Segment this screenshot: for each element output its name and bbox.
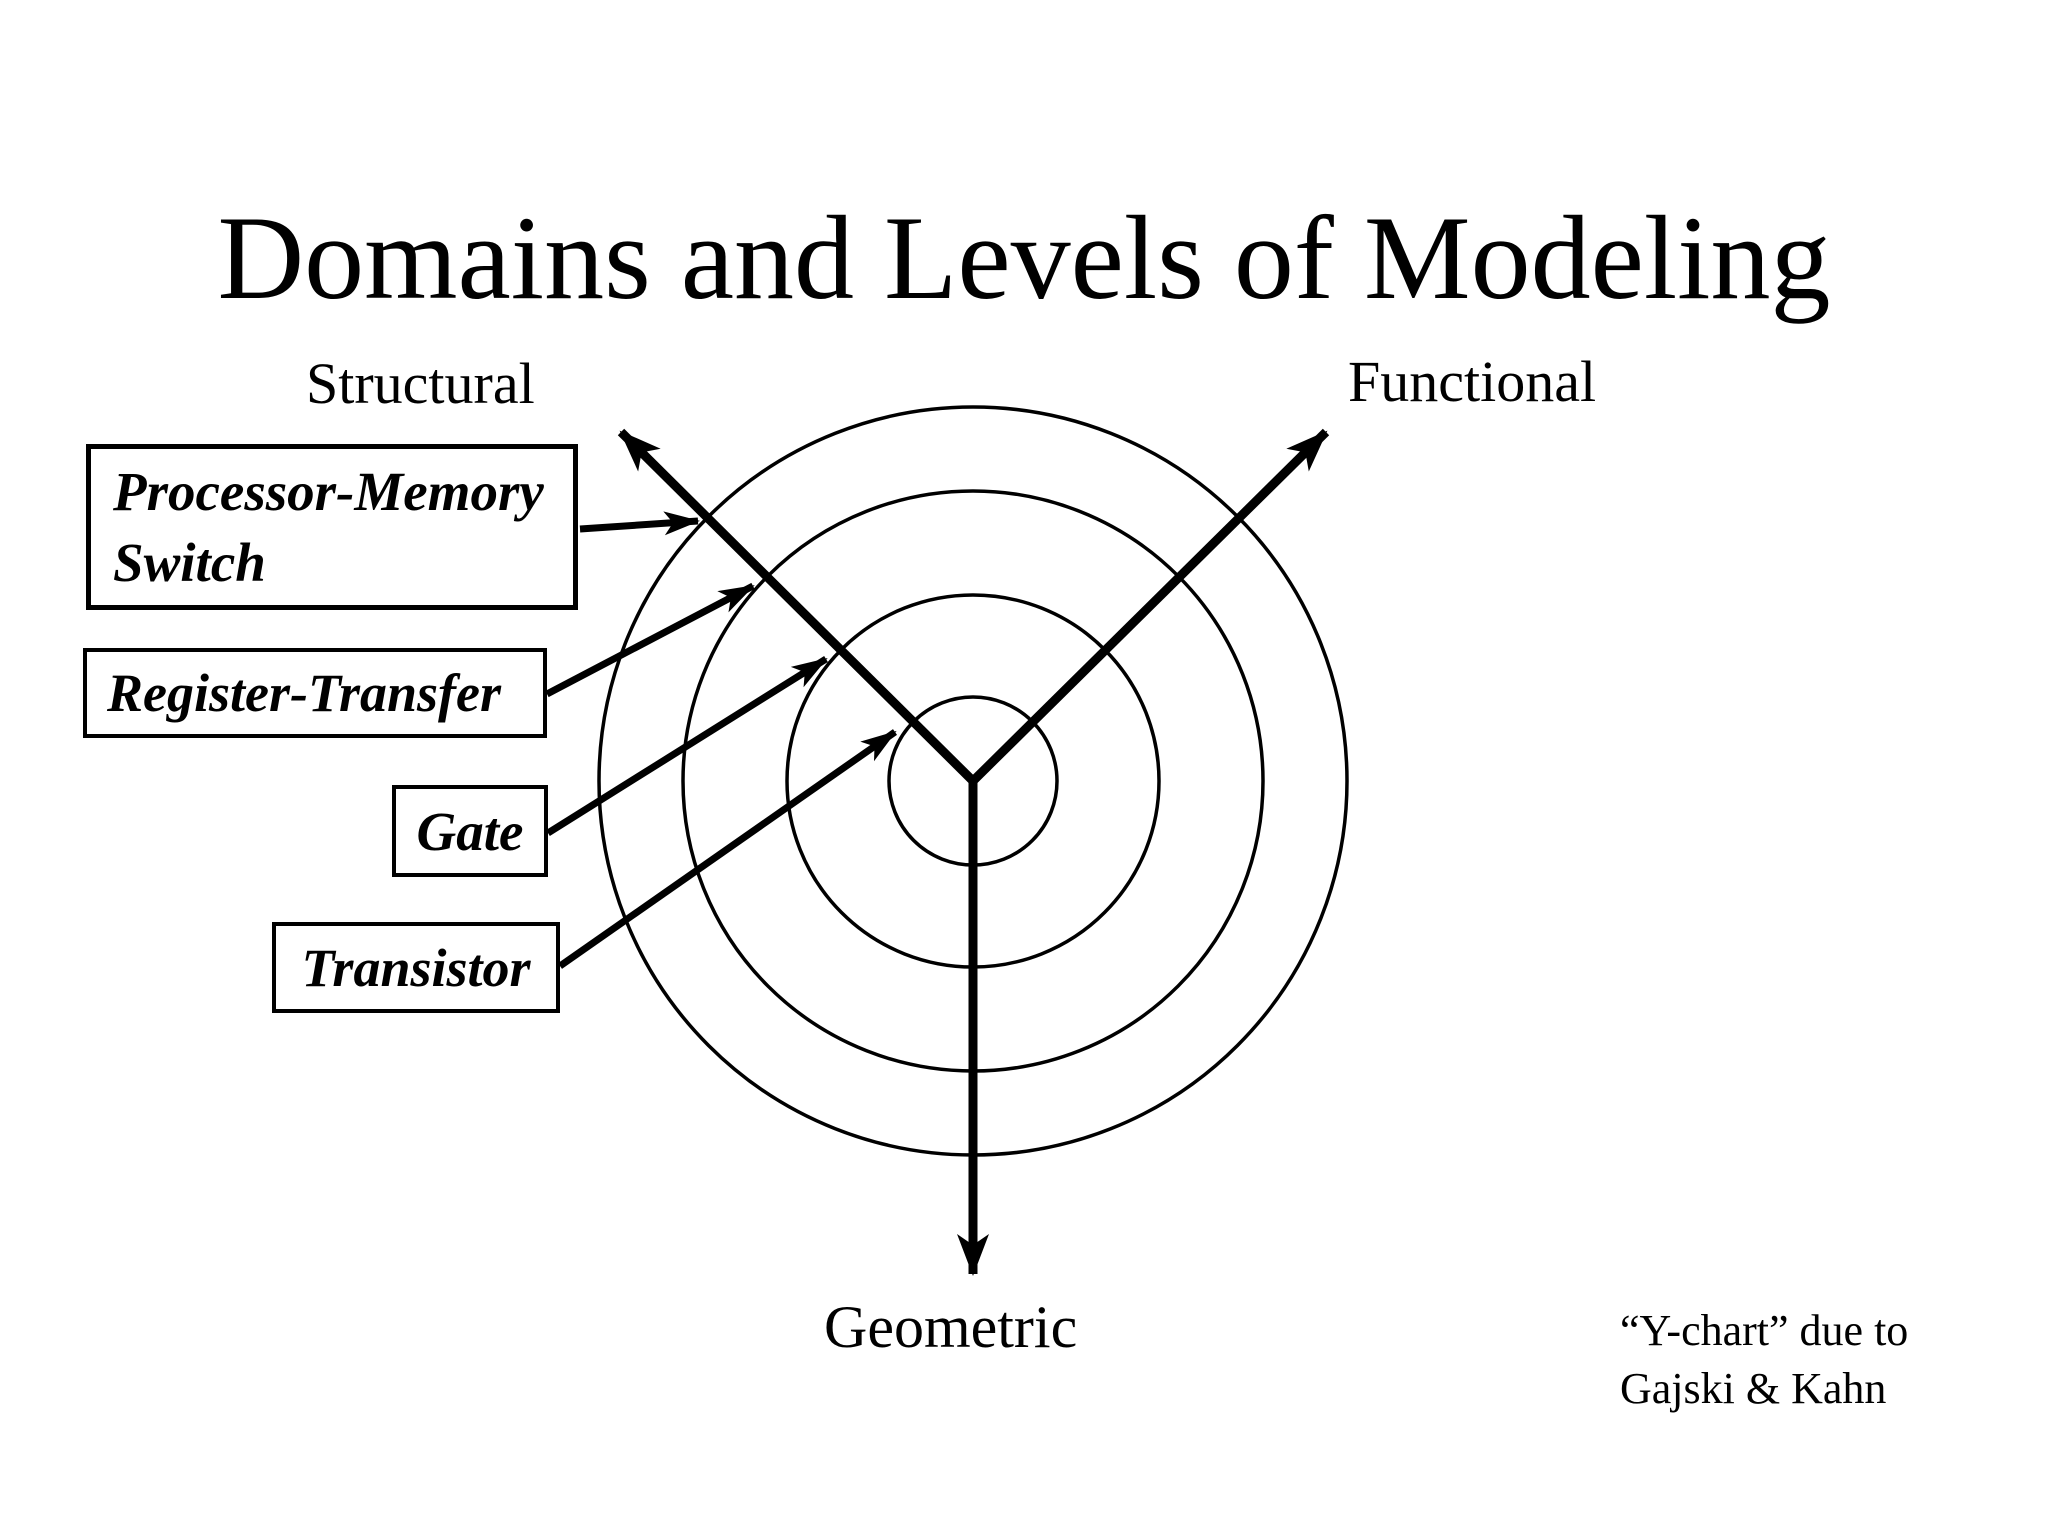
level-label: Register-Transfer [107,663,501,723]
slide-title: Domains and Levels of Modeling [217,191,1831,324]
attribution-note: “Y-chart” due to Gajski & Kahn [1620,1302,1908,1417]
level-label-line: Switch [113,532,266,593]
gate-callout-arrow-icon [546,656,828,836]
level-box-transistor: Transistor [272,922,560,1013]
level-label: Transistor [301,937,531,998]
functional-axis-arrow-icon [969,428,1330,785]
level-box-gate: Gate [392,785,548,877]
structural-axis-arrow-icon [617,428,977,785]
register-transfer-callout-arrow-icon [545,582,755,698]
structural-axis-label: Structural [306,351,535,416]
level-label-line: Processor-Memory [113,460,544,522]
transistor-callout-arrow-icon [557,729,898,969]
attribution-line-1: “Y-chart” due to [1620,1306,1909,1355]
level-box-register-transfer: Register-Transfer [83,648,547,738]
geometric-axis-label: Geometric [824,1294,1078,1360]
processor-memory-switch-callout-arrow-icon [579,511,700,536]
level-box-processor-memory-switch: Processor-Memory Switch [86,444,578,610]
functional-axis-label: Functional [1348,349,1597,414]
attribution-line-2: Gajski & Kahn [1620,1363,1887,1413]
level-label: Gate [416,800,524,862]
